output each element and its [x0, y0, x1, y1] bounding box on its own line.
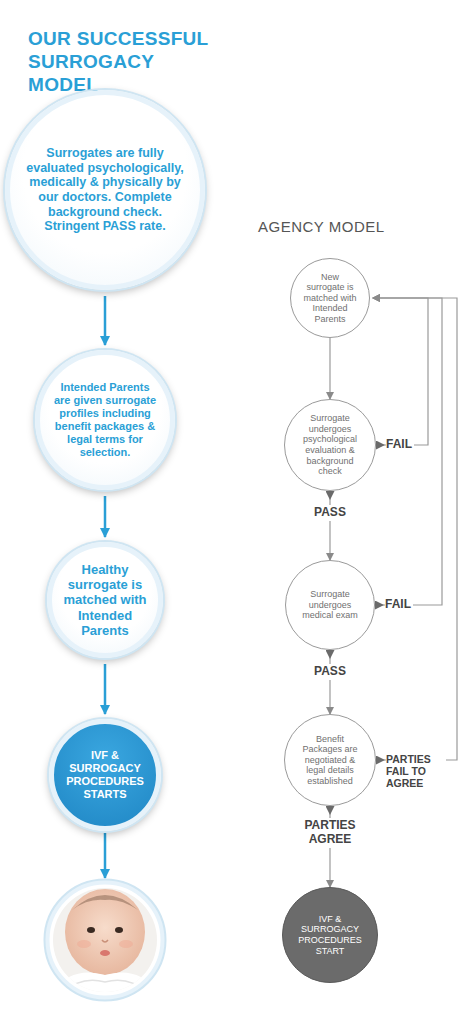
step-circle: Healthy surrogate is matched with Intend… [47, 542, 163, 658]
feedback-connector [373, 298, 442, 605]
flow-connector [104, 496, 107, 537]
node-text: IVF & SURROGACY PROCEDURES START [295, 914, 365, 956]
text-stack: New surrogate is matched with Intended P… [302, 272, 358, 325]
text-stack: Surrogate undergoes psychological evalua… [297, 413, 363, 476]
node-text: Surrogate undergoes psychological evalua… [297, 413, 363, 476]
node-text: IVF & SURROGACY PROCEDURES STARTS [60, 749, 150, 800]
end-circle: IVF & SURROGACY PROCEDURES START [282, 887, 378, 983]
edge-label: PARTIES AGREE [293, 818, 367, 848]
edge-label: PASS [298, 505, 362, 521]
node-text: Intended Parents are given surrogate pro… [52, 381, 158, 458]
edge-label: PARTIES FAIL TO AGREE [386, 753, 446, 789]
feedback-connector [373, 298, 457, 760]
step-circle: IVF & SURROGACY PROCEDURES STARTS [49, 719, 161, 831]
flow-connector [329, 491, 330, 560]
text-stack: Intended Parents are given surrogate pro… [52, 381, 158, 458]
flow-arrow [104, 833, 107, 878]
process-circle: Surrogate undergoes psychological evalua… [284, 399, 376, 491]
text-stack: IVF & SURROGACY PROCEDURES STARTS [60, 749, 150, 800]
flow-connector [104, 664, 107, 714]
section-heading: AGENCY MODEL [258, 218, 428, 235]
node-text: Surrogates are fully evaluated psycholog… [25, 146, 185, 234]
edge-label: PASS [298, 664, 362, 680]
photo-frame [47, 882, 163, 998]
node-text: Surrogate undergoes medical exam [300, 589, 360, 621]
node-text: New surrogate is matched with Intended P… [302, 272, 358, 325]
edge-label: FAIL [386, 438, 414, 452]
node-text: Benefit Packages are negotiated & legal … [297, 734, 363, 787]
edge-label: FAIL [385, 598, 413, 612]
photo-ring [45, 880, 166, 1001]
text-stack: Surrogate undergoes medical exam [300, 589, 360, 621]
flow-connector [104, 296, 107, 345]
text-stack: Healthy surrogate is matched with Intend… [59, 562, 151, 638]
baby-photo [50, 885, 160, 995]
step-circle: Surrogates are fully evaluated psycholog… [5, 90, 205, 290]
flow-connector [329, 338, 330, 399]
step-circle: Intended Parents are given surrogate pro… [35, 350, 175, 490]
process-circle: New surrogate is matched with Intended P… [290, 258, 370, 338]
feedback-connector [373, 298, 428, 445]
flow-connector [329, 650, 330, 714]
process-circle: Surrogate undergoes medical exam [285, 560, 375, 650]
text-stack: Surrogates are fully evaluated psycholog… [25, 146, 185, 234]
text-stack: IVF & SURROGACY PROCEDURES START [295, 914, 365, 956]
text-stack: Benefit Packages are negotiated & legal … [297, 734, 363, 787]
process-circle: Benefit Packages are negotiated & legal … [284, 714, 376, 806]
node-text: Healthy surrogate is matched with Intend… [59, 562, 151, 638]
diagram-title: OUR SUCCESSFUL SURROGACY MODEL [28, 28, 218, 96]
